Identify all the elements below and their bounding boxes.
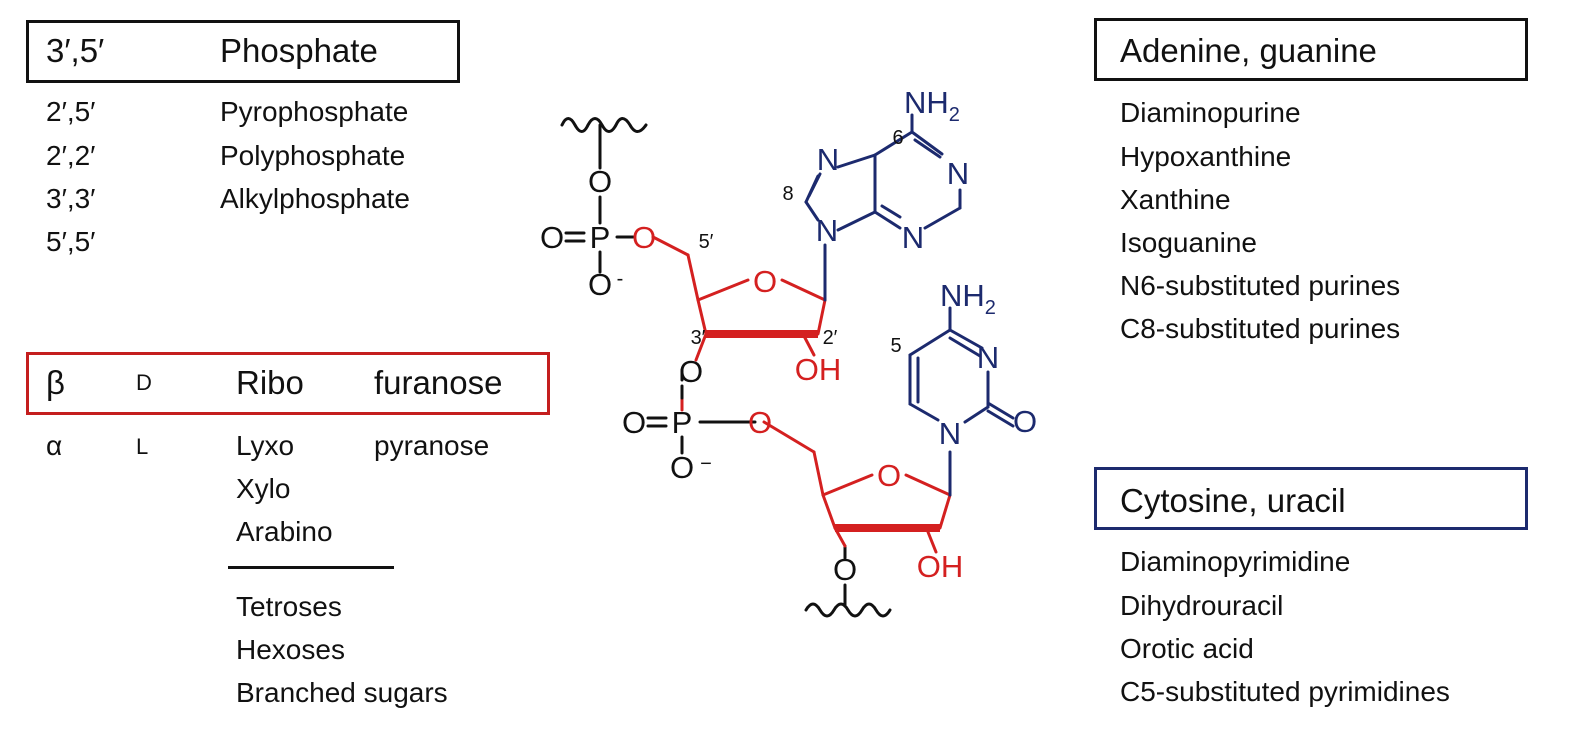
selected-anomer: β: [46, 364, 65, 401]
list-item: Pyrophosphate: [220, 96, 409, 127]
list-item: Diaminopurine: [1120, 97, 1301, 128]
divider: [228, 566, 394, 569]
list-item: Hexoses: [236, 634, 345, 665]
list-item: 5′,5′: [46, 226, 96, 257]
atom-n: N: [902, 220, 924, 255]
atom-nh2: NH2: [904, 85, 960, 126]
atom-o: O: [632, 220, 656, 255]
atom-o: O: [622, 405, 646, 440]
atom-n: N: [939, 416, 961, 451]
list-item: N6-substituted purines: [1120, 270, 1401, 301]
list-item: Polyphosphate: [220, 140, 406, 171]
list-item: 2′,2′: [46, 140, 96, 171]
list-item: Hypoxanthine: [1120, 141, 1292, 172]
charge-minus: -: [617, 268, 624, 290]
atom-o: O: [670, 450, 694, 485]
atom-p: P: [672, 405, 693, 440]
atom-o: O: [748, 405, 772, 440]
list-item: Lyxo: [236, 430, 295, 461]
list-item: C5-substituted pyrimidines: [1120, 676, 1450, 707]
list-item: Arabino: [236, 516, 333, 547]
atom-n: N: [817, 142, 839, 177]
atom-oh: OH: [917, 549, 964, 584]
selected-purines: Adenine, guanine: [1120, 32, 1377, 69]
position-2-prime: 2′: [823, 327, 838, 349]
position-6: 6: [892, 127, 903, 149]
position-5-prime: 5′: [699, 231, 714, 253]
alt-anomer: α: [46, 430, 63, 461]
selected-config: D: [136, 370, 152, 395]
phosphate-box: [26, 20, 460, 83]
atom-oh: OH: [795, 352, 842, 387]
list-item: Alkylphosphate: [220, 183, 410, 214]
atom-o: O: [877, 458, 901, 493]
selected-sugar: Ribo: [236, 364, 304, 401]
position-5: 5: [890, 335, 901, 357]
atom-n: N: [947, 156, 969, 191]
atom-o: O: [588, 164, 612, 199]
sugar-bonds: [651, 235, 952, 554]
atom-o: O: [753, 264, 777, 299]
list-item: Branched sugars: [236, 677, 448, 708]
alt-ring: pyranose: [374, 430, 490, 461]
list-item: Tetroses: [236, 591, 342, 622]
list-item: 2′,5′: [46, 96, 96, 127]
atom-o: O: [679, 354, 703, 389]
pyrimidine-box: [1094, 467, 1528, 530]
list-item: C8-substituted purines: [1120, 313, 1401, 344]
list-item: 3′,3′: [46, 183, 96, 214]
charge-minus: −: [700, 453, 712, 475]
atom-labels: O O P O O - O 5′ 3′ 2′ OH O O P O O − O …: [540, 85, 1037, 587]
list-item: Xanthine: [1120, 184, 1231, 215]
atom-n: N: [816, 213, 838, 248]
base-bonds: [804, 113, 1015, 497]
selected-linkage-position: 3′,5′: [46, 32, 105, 69]
purine-box: [1094, 18, 1528, 81]
sugar-bold-bonds: [706, 330, 940, 532]
list-item: Isoguanine: [1120, 227, 1258, 258]
position-3-prime: 3′: [691, 327, 706, 349]
alt-config: L: [136, 434, 149, 459]
list-item: Diaminopyrimidine: [1120, 546, 1351, 577]
list-item: Dihydrouracil: [1120, 590, 1284, 621]
selected-linkage-type: Phosphate: [220, 32, 378, 69]
sugar-box: [26, 352, 550, 415]
atom-o: O: [833, 552, 857, 587]
atom-p: P: [590, 220, 611, 255]
selected-ring: furanose: [374, 364, 503, 401]
list-item: Xylo: [236, 473, 291, 504]
atom-o: O: [1013, 404, 1037, 439]
position-8: 8: [782, 183, 793, 205]
selected-pyrimidines: Cytosine, uracil: [1120, 482, 1346, 519]
backbone-bonds: [560, 117, 892, 618]
list-item: Orotic acid: [1120, 633, 1254, 664]
atom-o: O: [588, 267, 612, 302]
dinucleotide-structure: O O P O O - O 5′ 3′ 2′ OH O O P O O − O …: [540, 85, 1037, 618]
atom-o: O: [540, 220, 564, 255]
atom-n: N: [977, 340, 999, 375]
atom-nh2: NH2: [940, 278, 996, 319]
